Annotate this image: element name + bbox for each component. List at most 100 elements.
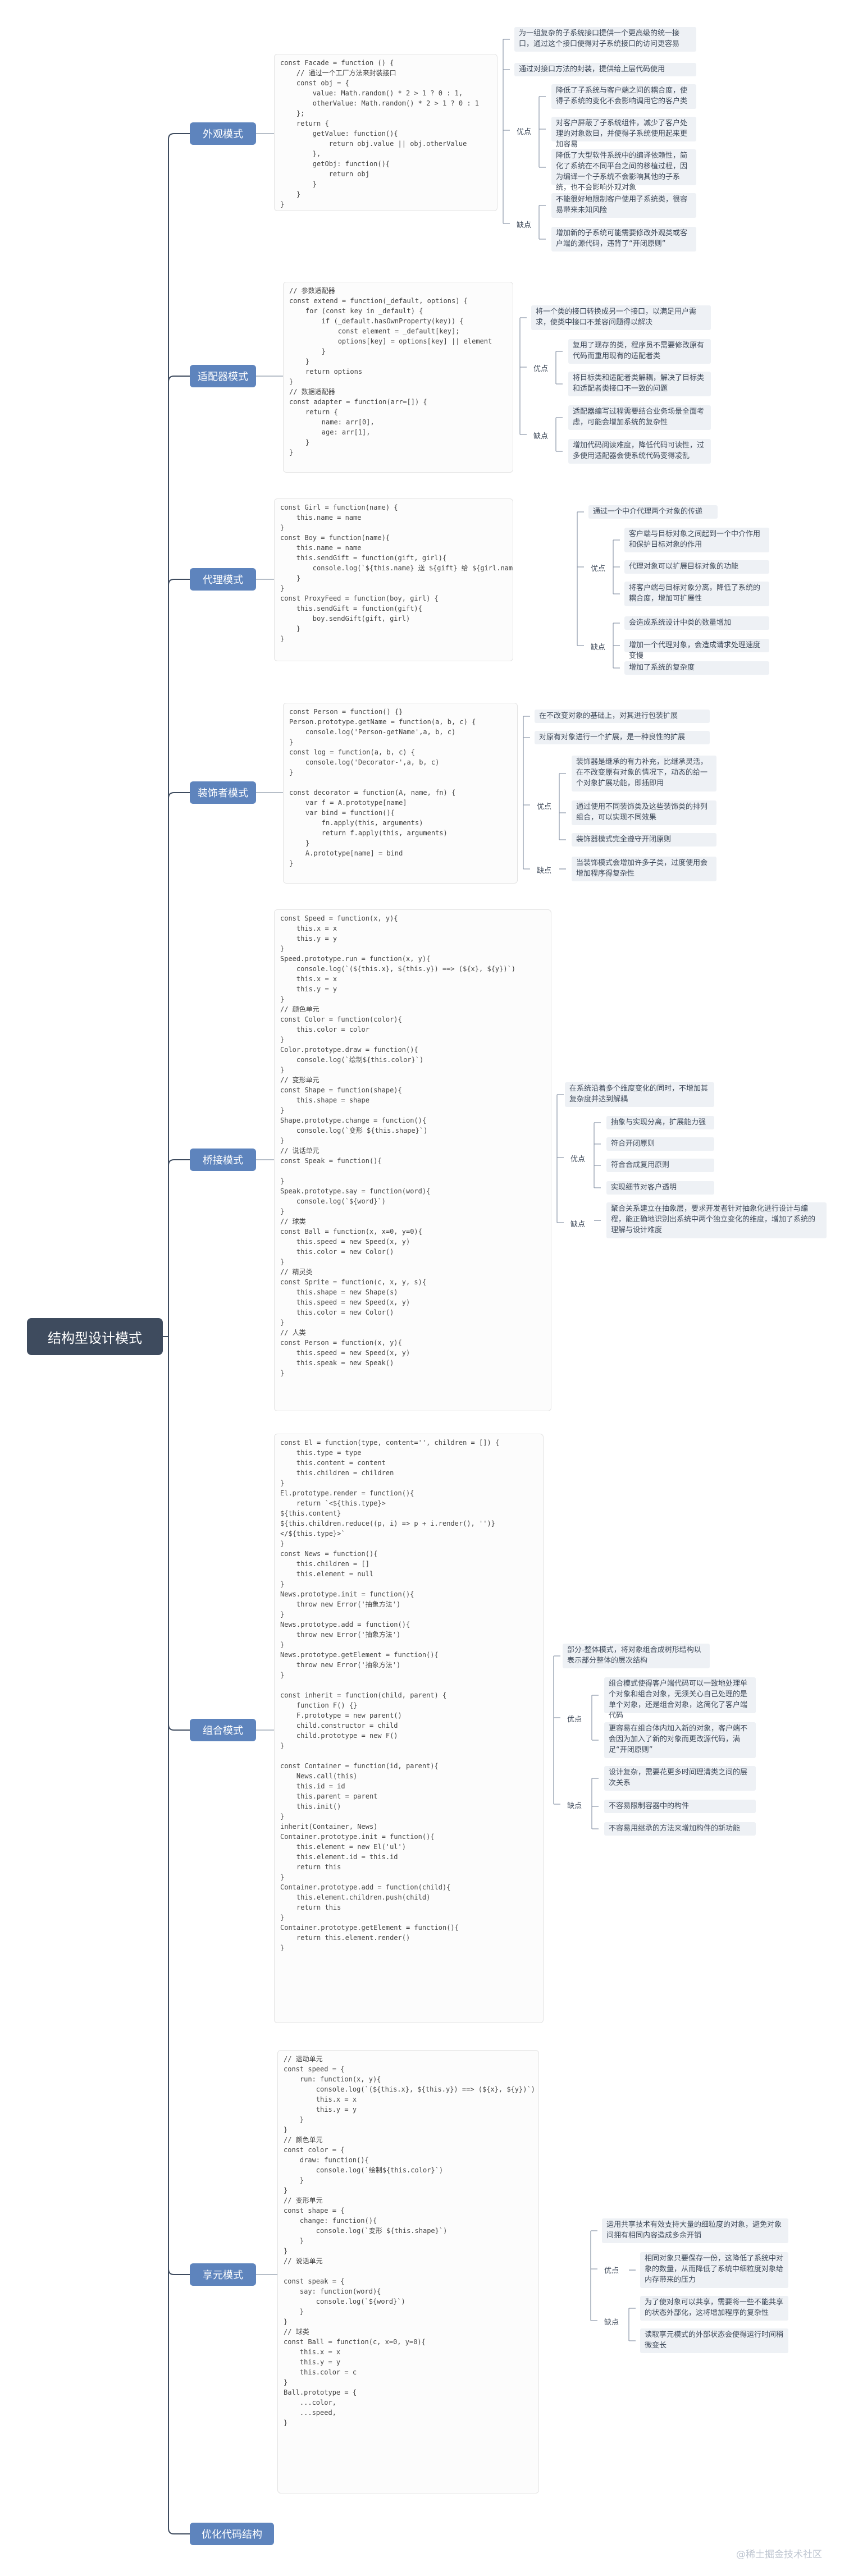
code-decorator: const Person = function() {}Person.proto… [283, 703, 518, 884]
code-line: } [280, 190, 301, 198]
code-line: } [284, 2308, 304, 2316]
code-line: ${this.children.reduce((p, i) => p + i.r… [280, 1520, 495, 1527]
code-line: this.element = null [280, 1570, 374, 1578]
note: 在系统沿着多个维度变化的同时，不增加其复杂度并达到解耦 [565, 1082, 714, 1107]
code-line: F.prototype = new parent() [280, 1712, 402, 1719]
code-line: for (const key in _default) { [289, 307, 423, 315]
code-line: } [280, 1066, 285, 1074]
code-line: } [280, 1479, 285, 1487]
code-line: // 通过一个工厂方法来封装接口 [280, 69, 396, 77]
code-line: } [280, 635, 285, 643]
code-line: } [280, 1813, 285, 1820]
group-label: 优点 [567, 1715, 582, 1724]
code-line: this.children = [] [280, 1560, 369, 1568]
note: 装饰器是继承的有力补充，比继承灵活，在不改变原有对象的情况下，动态的给一个对象扩… [572, 756, 716, 791]
code-line: const speed = { [284, 2065, 345, 2073]
code-line [284, 2266, 533, 2276]
code-line: // 运动单元 [284, 2055, 323, 2063]
branch-decorator: 装饰者模式 [190, 781, 256, 804]
code-line: this.color = color [280, 1026, 369, 1033]
code-line: } [289, 358, 310, 365]
code-line: this.init() [280, 1802, 341, 1810]
code-line: } [280, 524, 285, 532]
group-label: 缺点 [533, 432, 549, 441]
code-line: console.log('Person-getName',a, b, c) [289, 728, 456, 736]
code-line: } [289, 839, 310, 847]
code-line: // 说话单元 [280, 1147, 319, 1155]
note: 符合开闭原则 [606, 1137, 714, 1151]
code-line [280, 1166, 545, 1176]
note: 复用了现存的类，程序员不需要修改原有代码而重用现有的适配者类 [568, 339, 711, 364]
code-line: // 颜色单元 [280, 1005, 319, 1013]
code-line: const adapter = function(arr=[]) { [289, 398, 427, 406]
code-line: </${this.type}>` [280, 1530, 345, 1538]
code-line: age: arr[1], [289, 428, 371, 436]
code-line: console.log(`绘制${this.color}`) [284, 2166, 444, 2174]
code-line: } [284, 2318, 288, 2326]
code-line: getObj: function(){ [280, 160, 390, 168]
branch-adapter: 适配器模式 [190, 365, 256, 387]
code-line: this.sendGift = function(gift){ [280, 605, 422, 612]
code-line: this.content = content [280, 1459, 386, 1467]
code-line: } [280, 180, 317, 188]
code-line: }; [280, 109, 305, 117]
code-line: return obj [280, 170, 369, 178]
note: 代理对象可以扩展目标对象的功能 [624, 560, 769, 574]
code-proxy: const Girl = function(name) { this.name … [274, 498, 513, 661]
note: 部分-整体模式，将对象组合成树形结构以表示部分整体的层次结构 [563, 1644, 710, 1668]
code-line: } [280, 1873, 285, 1881]
code-line: const obj = { [280, 79, 349, 87]
note: 为一组复杂的子系统接口提供一个更高级的统一接口，通过这个接口使得对子系统接口的访… [514, 27, 696, 52]
code-line: const Container = function(id, parent){ [280, 1762, 439, 1770]
code-line: value: Math.random() * 2 > 1 ? 0 : 1, [280, 89, 463, 97]
code-line: throw new Error('抽象方法') [280, 1631, 401, 1639]
code-line: // 精灵类 [280, 1268, 313, 1276]
code-line: ${this.content} [280, 1509, 341, 1517]
code-line: Speak.prototype.say = function(word){ [280, 1187, 431, 1195]
code-line: this.type = type [280, 1449, 362, 1457]
code-line: Container.prototype.getElement = functio… [280, 1924, 459, 1932]
code-line: const log = function(a, b, c) { [289, 748, 415, 756]
code-line: } [280, 625, 301, 633]
code-line: this.name = name [280, 544, 362, 552]
note: 对原有对象进行一个扩展，是一种良性的扩展 [535, 731, 710, 744]
code-line: } [289, 347, 326, 355]
code-line: this.speed = new Speed(x, y) [280, 1349, 410, 1357]
code-line: throw new Error('抽象方法') [280, 1600, 401, 1608]
code-line: const Person = function() {} [289, 708, 403, 716]
code-line: this.x = x [280, 925, 337, 932]
code-line: child.prototype = new F() [280, 1732, 398, 1740]
code-line: console.log(`绘制${this.color}`) [280, 1056, 424, 1064]
code-line: this.speed = new Speed(x, y) [280, 1238, 410, 1246]
note: 不能很好地限制客户使用子系统类，很容易带来未知风险 [551, 193, 696, 218]
code-line: function F() {} [280, 1701, 358, 1709]
code-line: this.color = new Color() [280, 1308, 394, 1316]
note: 设计复杂，需要花更多时间理清类之间的层次关系 [604, 1766, 756, 1791]
code-line: } [280, 1036, 285, 1044]
code-line: fn.apply(this, arguments) [289, 819, 423, 827]
note: 增加代码阅读难度，降低代码可读性，过多使用适配器会使系统代码变得凌乱 [568, 439, 711, 464]
code-line: this.id = id [280, 1782, 345, 1790]
code-line: return this [280, 1863, 341, 1871]
note: 实现细节对客户透明 [606, 1181, 714, 1195]
code-line: this.x = x [284, 2095, 357, 2103]
code-line: const El = function(type, content='', ch… [280, 1439, 500, 1447]
code-line: console.log(`(${this.x}, ${this.y}) ==> … [280, 965, 516, 973]
code-line: const Ball = function(c, x=0, y=0){ [284, 2338, 426, 2346]
code-line: var bind = function(){ [289, 809, 395, 817]
code-line: const inherit = function(child, parent) … [280, 1691, 447, 1699]
branch-flyweight: 享元模式 [190, 2263, 256, 2286]
code-line: // 参数适配器 [289, 287, 335, 295]
root-node: 结构型设计模式 [27, 1318, 163, 1355]
code-line: console.log(`${word}`) [280, 1197, 386, 1205]
code-line: El.prototype.render = function(){ [280, 1489, 414, 1497]
code-line: News.prototype.init = function(){ [280, 1590, 414, 1598]
code-line: News.call(this) [280, 1772, 358, 1780]
code-line: Container.prototype.init = function(){ [280, 1833, 435, 1841]
note: 组合模式使得客户端代码可以一致地处理单个对象和组合对象，无须关心自己处理的是单个… [604, 1677, 756, 1720]
note: 不容易限制容器中的构件 [604, 1800, 756, 1813]
code-line: return options [289, 368, 363, 376]
code-line: const Color = function(color){ [280, 1015, 402, 1023]
